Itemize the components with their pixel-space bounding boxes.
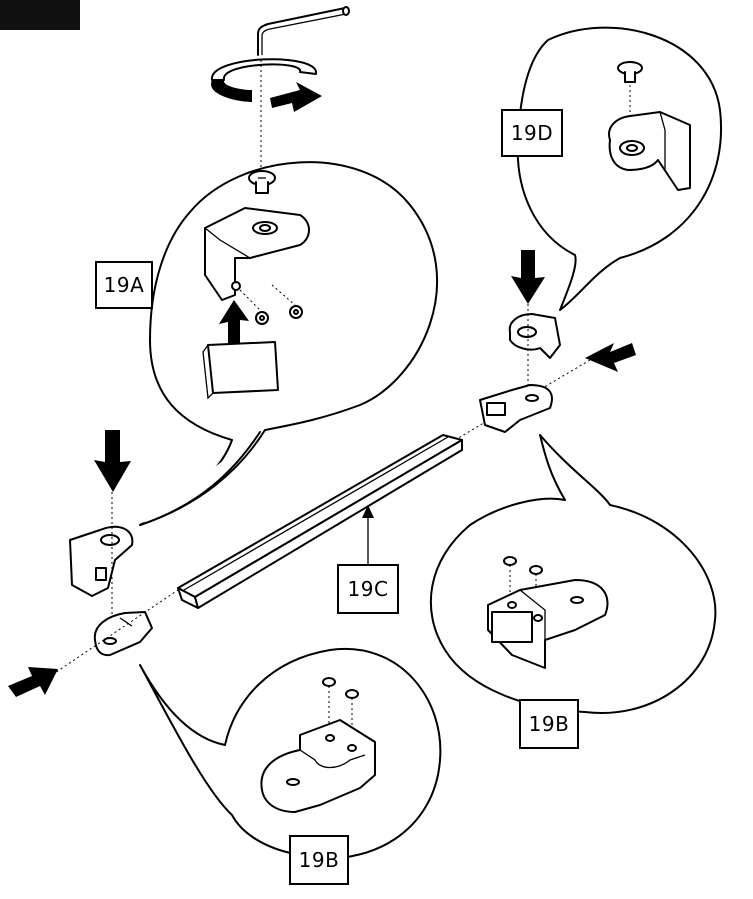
set-screws	[239, 284, 303, 325]
callout-19a: 19A	[95, 161, 438, 526]
label-box-19b-left	[289, 835, 349, 885]
label-box-19c	[337, 564, 399, 614]
flat-head-screw	[617, 61, 643, 83]
arrow-right-icon	[8, 667, 58, 697]
left-bracket	[69, 525, 134, 597]
label-box-19d	[501, 109, 563, 157]
label-19b-left: 19B	[299, 848, 340, 872]
end-cap-part	[260, 719, 376, 813]
bracket-part	[204, 207, 310, 301]
arrow-left-icon	[585, 343, 636, 372]
arrow-down-icon	[511, 250, 545, 304]
spacer-pad	[202, 341, 279, 400]
hex-key-tool	[257, 6, 350, 56]
rotate-icon	[211, 58, 322, 112]
right-end-cap	[479, 384, 553, 433]
callout-19b-right: 19B	[429, 434, 717, 749]
callout-19b-left: 19B	[139, 647, 442, 885]
label-box-19b-right	[519, 699, 579, 749]
arrow-down-icon	[94, 430, 131, 492]
flat-head-screw	[248, 170, 276, 194]
label-19d: 19D	[511, 121, 553, 145]
label-19a: 19A	[104, 273, 145, 297]
bracket-part	[608, 111, 691, 191]
page-corner-tab	[0, 0, 80, 30]
end-cap-part	[487, 579, 609, 669]
label-box-19a	[95, 261, 153, 309]
bracket-19d-part	[508, 313, 561, 359]
set-screws	[322, 677, 359, 740]
label-19b-right: 19B	[529, 712, 570, 736]
callout-19d: 19D	[501, 26, 722, 311]
left-end-cap	[93, 611, 153, 657]
label-19c: 19C	[348, 577, 389, 601]
arrow-up-icon	[219, 300, 249, 345]
rail-19c	[177, 434, 463, 609]
